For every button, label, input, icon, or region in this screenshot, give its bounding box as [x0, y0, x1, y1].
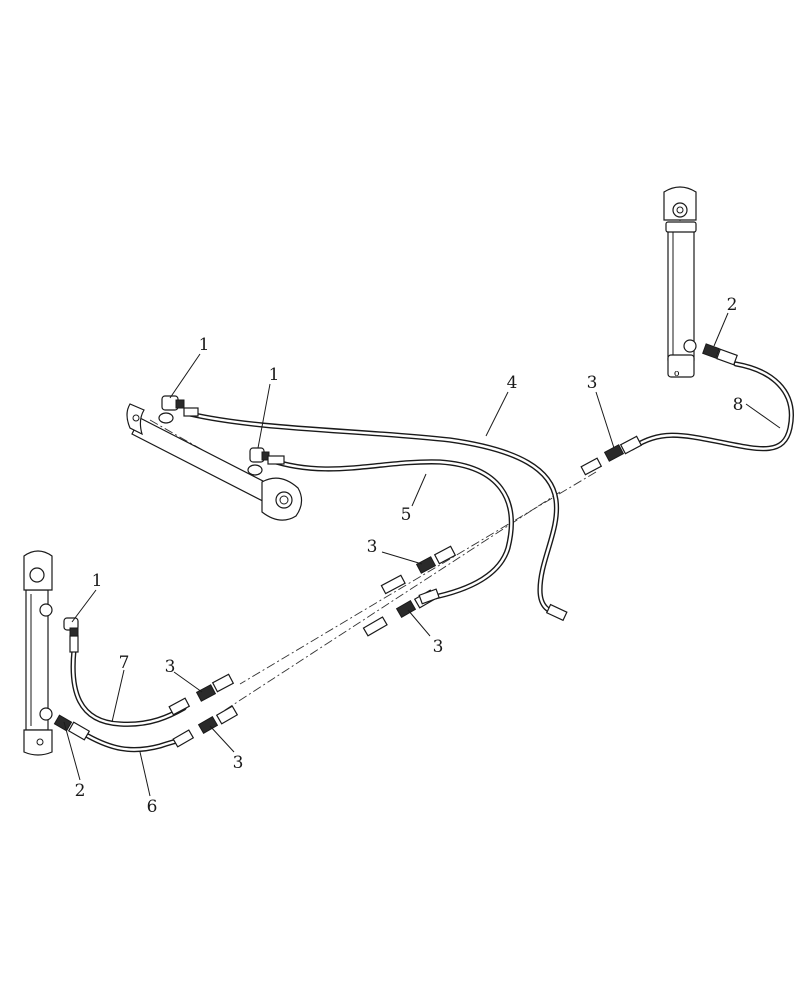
callout-labels: 1 1 1 2 2 3 3 3 3 3 4 5 6 7 8 — [75, 295, 744, 817]
elbow-fitting-1-mid-cyl — [249, 447, 285, 465]
callout-8-hose: 8 — [733, 395, 744, 415]
adapter-2-right-top — [702, 343, 738, 366]
callout-3-mid-lower: 3 — [433, 637, 444, 657]
hose-5 — [267, 457, 514, 601]
middle-cylinder — [126, 403, 303, 521]
callout-6-hose: 6 — [147, 797, 158, 817]
hose-end-4 — [545, 603, 568, 622]
callout-3-right: 3 — [587, 373, 598, 393]
leader-lines — [63, 312, 781, 797]
left-cylinder — [23, 550, 53, 756]
callout-4-hose: 4 — [507, 373, 518, 393]
elbow-fitting-1-bottom-left — [63, 617, 79, 653]
svg-text:o: o — [674, 369, 679, 379]
callout-1-bottom-left: 1 — [92, 571, 103, 591]
hose-6 — [85, 733, 191, 753]
right-cylinder: o — [663, 186, 697, 379]
adapter-2-bottom-left — [53, 714, 91, 741]
hose-8 — [629, 361, 794, 452]
callout-7-hose: 7 — [119, 653, 130, 673]
bulkhead-3-left-upper — [168, 673, 235, 716]
bulkhead-3-right — [580, 435, 643, 476]
callout-2-bottom-left: 2 — [75, 781, 86, 801]
bulkhead-3-left-lower — [172, 705, 239, 748]
callout-2-right-top: 2 — [727, 295, 738, 315]
callout-1-left-cylinder: 1 — [199, 335, 210, 355]
callout-1-middle-cylinder: 1 — [269, 365, 280, 385]
callout-3-mid-upper: 3 — [367, 537, 378, 557]
callout-3-left-lower: 3 — [233, 753, 244, 773]
hose-end-5 — [418, 588, 440, 605]
elbow-fitting-1-left-cyl — [161, 395, 199, 417]
hose-7 — [70, 647, 187, 727]
bulkhead-3-mid-upper — [380, 545, 457, 595]
callout-5-hose: 5 — [401, 505, 412, 525]
callout-3-left-upper: 3 — [165, 657, 176, 677]
hose-4 — [187, 411, 565, 619]
